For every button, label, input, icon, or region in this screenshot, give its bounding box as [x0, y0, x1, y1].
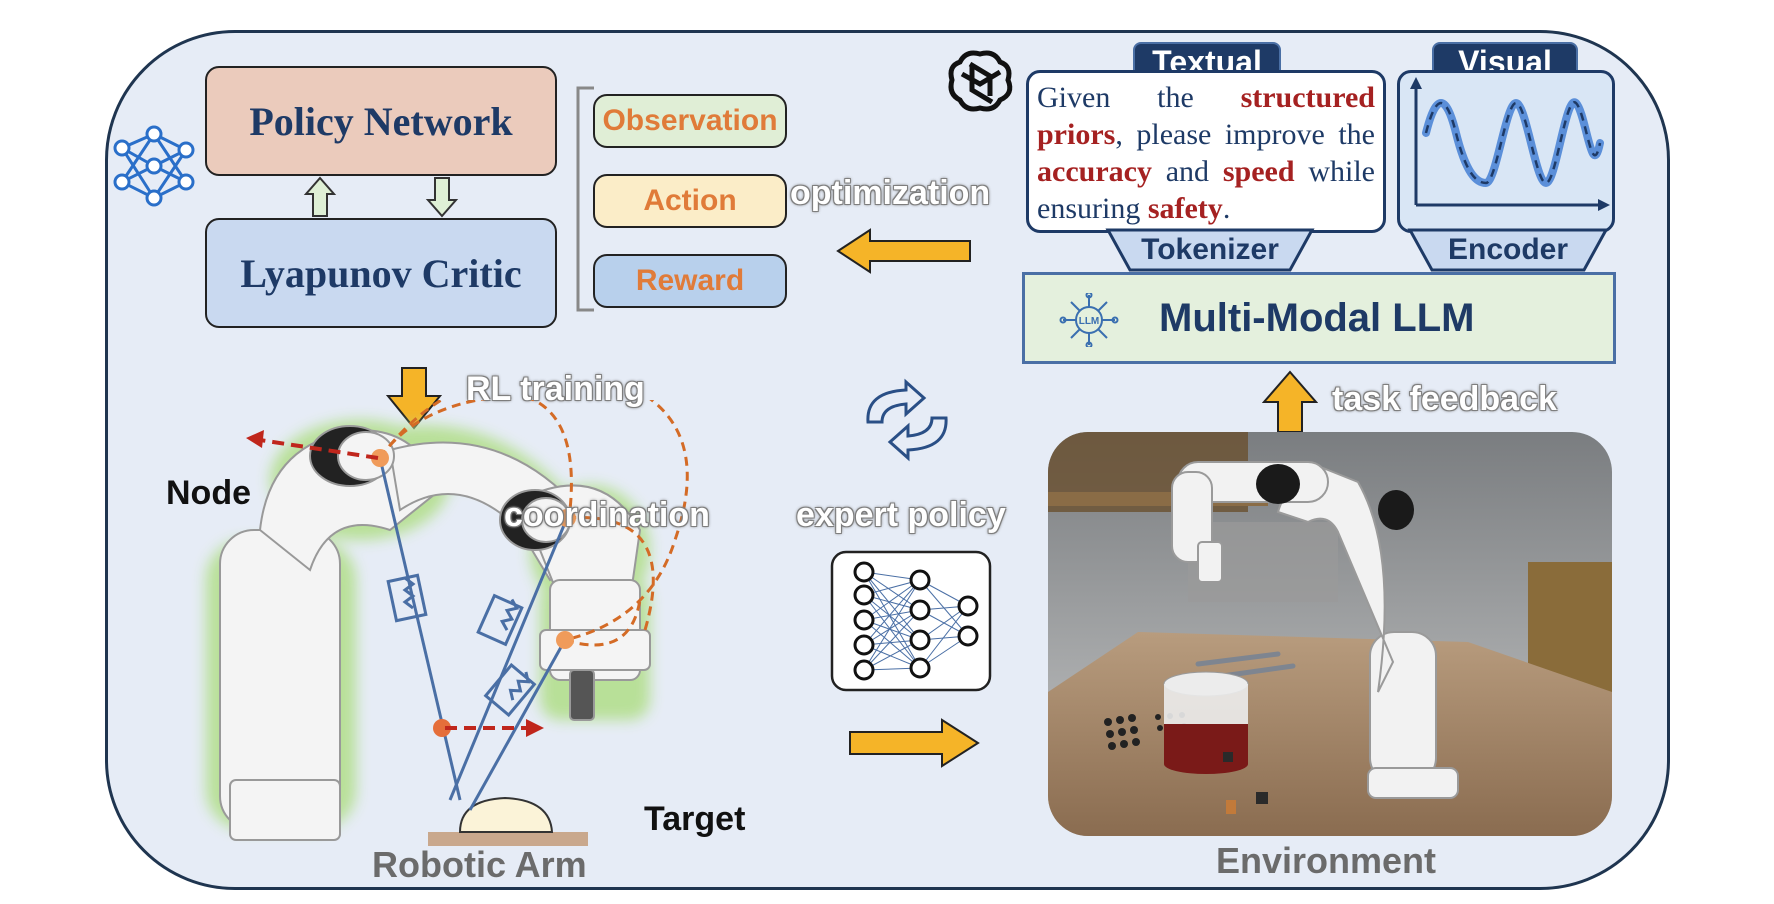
optimization-label: optimization: [790, 174, 991, 212]
prompt-part-6: while ensuring: [1037, 155, 1375, 225]
action-label: Action: [643, 184, 737, 217]
tokenizer-label: Tokenizer: [1141, 233, 1279, 266]
down-arrow-icon: [425, 177, 459, 218]
neural-network-icon: [113, 125, 195, 207]
encoder-label: Encoder: [1447, 233, 1569, 266]
spring-damper-links: [378, 457, 569, 811]
environment-render: [1048, 432, 1612, 836]
expert-policy-label: expert policy: [796, 496, 1006, 534]
waveform-plot-icon: [1410, 77, 1610, 211]
reward-box: Reward: [593, 254, 787, 308]
prompt-highlight-structured-priors: structured priors: [1037, 81, 1375, 151]
node-point-1: [371, 449, 389, 467]
rl-training-label: RL training: [466, 370, 645, 408]
task-feedback-arrow: [1262, 370, 1318, 433]
text-prompt-box: Given the structured priors, please impr…: [1026, 70, 1386, 233]
llm-title: Multi-Modal LLM: [1159, 295, 1475, 340]
visual-input-box: [1397, 70, 1615, 233]
multimodal-llm-box: LLM Multi-Modal LLM: [1022, 272, 1616, 364]
prompt-part-4: and: [1151, 155, 1223, 188]
node-point-2: [558, 509, 576, 527]
prompt-part-8: .: [1222, 192, 1231, 225]
expert-policy-network-icon: [830, 550, 992, 692]
target-dome: [458, 796, 554, 833]
robotic-arm-illustration: [206, 400, 689, 846]
tokenizer-shape: [1105, 228, 1315, 272]
reward-label: Reward: [635, 264, 745, 297]
coordination-curves: [378, 400, 689, 647]
node-point-3: [556, 631, 574, 649]
observation-label: Observation: [602, 104, 778, 137]
node-label: Node: [166, 474, 251, 512]
openai-logo-icon: [948, 50, 1013, 112]
bracket: [576, 86, 594, 312]
cycle-icon: [866, 378, 948, 462]
environment-scene: [1048, 432, 1612, 836]
policy-critic-exchange-arrows: [303, 176, 459, 218]
lyapunov-critic-label: Lyapunov Critic: [240, 250, 522, 296]
target-point: [433, 719, 451, 737]
encoder-shape: [1407, 228, 1609, 272]
lyapunov-critic-box: Lyapunov Critic: [205, 218, 557, 328]
prompt-highlight-speed: speed: [1222, 155, 1295, 188]
up-arrow-icon: [303, 176, 337, 217]
expert-policy-arrow: [849, 718, 980, 768]
rl-training-arrow: [385, 367, 443, 430]
prompt-highlight-safety: safety: [1147, 192, 1223, 225]
node-direction-arrow: [259, 438, 379, 460]
optimization-arrow: [836, 228, 971, 274]
llm-chip-text: LLM: [1079, 316, 1100, 327]
policy-network-box: Policy Network: [205, 66, 557, 176]
policy-network-label: Policy Network: [249, 98, 513, 144]
llm-chip-icon: LLM: [1059, 293, 1119, 347]
observation-box: Observation: [593, 94, 787, 148]
coordination-label: coordination: [504, 496, 710, 534]
prompt-highlight-accuracy: accuracy: [1037, 155, 1152, 188]
prompt-part-2: , please improve the: [1115, 118, 1375, 151]
task-feedback-label: task feedback: [1332, 380, 1557, 418]
prompt-part-0: Given the: [1037, 81, 1241, 114]
action-box: Action: [593, 174, 787, 228]
environment-label: Environment: [1216, 840, 1437, 881]
base-plate: [428, 832, 588, 846]
target-label: Target: [644, 800, 746, 838]
robotic-arm-label: Robotic Arm: [372, 844, 587, 885]
